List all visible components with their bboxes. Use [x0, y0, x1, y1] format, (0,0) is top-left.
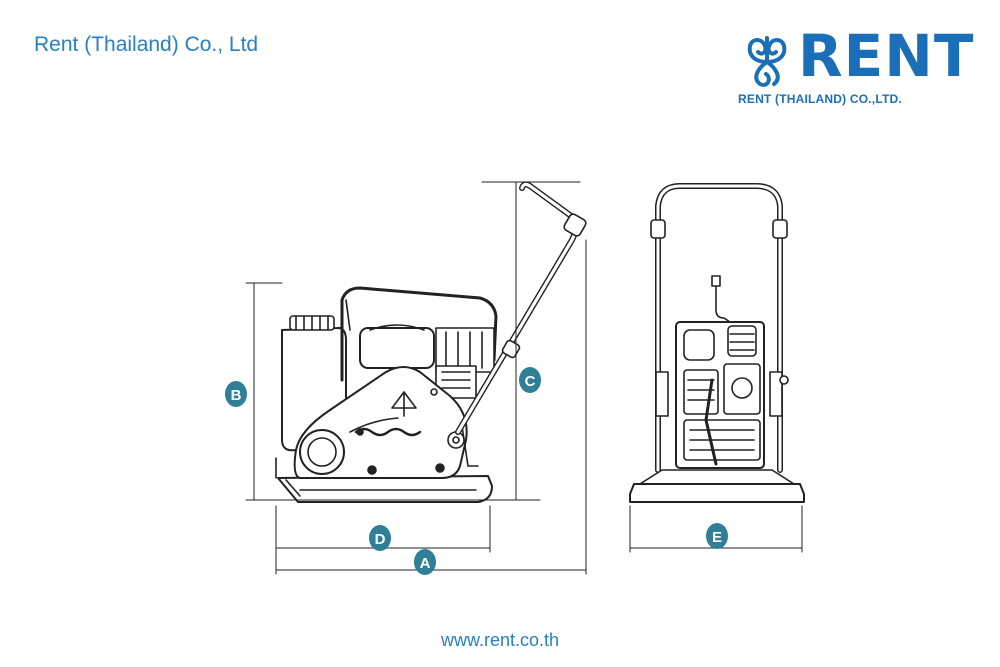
svg-text:E: E — [712, 529, 722, 546]
leaf-swirl-icon — [747, 36, 787, 87]
company-logo: RENT RENT (THAILAND) CO.,LTD. — [738, 24, 973, 110]
company-name: Rent (Thailand) Co., Ltd — [34, 33, 259, 56]
dimension-badge-c: C — [519, 367, 541, 393]
dimension-badge-b: B — [225, 381, 247, 407]
website-url[interactable]: www.rent.co.th — [440, 630, 560, 650]
dimension-badge-a: A — [414, 549, 436, 575]
svg-text:A: A — [420, 555, 431, 572]
logo-subtitle: RENT (THAILAND) CO.,LTD. — [738, 92, 902, 106]
logo-wordmark: RENT — [798, 22, 975, 90]
dimension-badge-e: E — [706, 523, 728, 549]
dimension-badge-d: D — [369, 525, 391, 551]
svg-text:C: C — [525, 373, 536, 390]
side-view-machine — [275, 181, 587, 503]
front-view-machine — [629, 183, 805, 503]
svg-text:B: B — [231, 387, 242, 404]
svg-text:D: D — [375, 531, 386, 548]
